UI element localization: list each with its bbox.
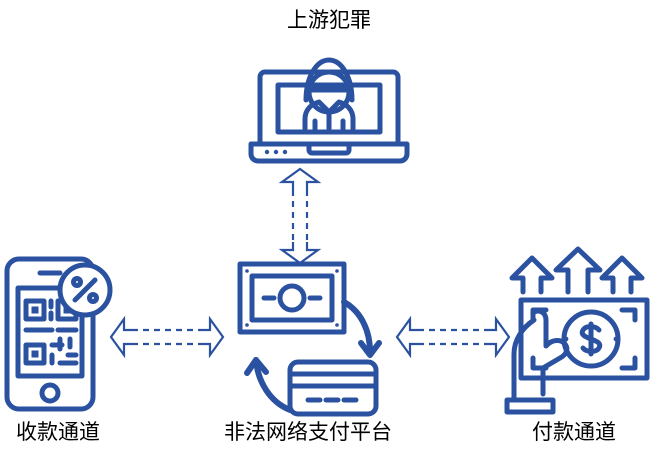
connector-platform-payment — [395, 313, 511, 361]
dashed-double-arrow-vertical-icon — [278, 167, 322, 265]
dashed-double-arrow-horizontal-right-icon — [395, 315, 511, 359]
node-receiving-channel[interactable] — [2, 255, 114, 413]
node-label-illegal-payment-platform: 非法网络支付平台 — [224, 421, 392, 444]
up-arrows-icon — [509, 246, 645, 295]
hand-holding-dollar-bill-arrows-icon — [504, 246, 650, 415]
node-payment-channel[interactable] — [494, 246, 654, 415]
percent-badge-icon — [57, 262, 113, 318]
node-label-payment-channel: 付款通道 — [532, 421, 616, 444]
node-label-upstream-crime: 上游犯罪 — [287, 9, 371, 32]
laptop-hacker-icon — [248, 57, 410, 164]
connector-crime-platform — [276, 167, 324, 265]
node-label-receiving-channel: 收款通道 — [16, 421, 100, 444]
smartphone-qr-percent-icon — [4, 256, 113, 412]
node-illegal-payment-platform[interactable] — [228, 258, 388, 417]
exchange-arrows-icon — [244, 299, 382, 413]
connector-receiving-platform — [109, 313, 225, 361]
banknote-creditcard-exchange-icon — [237, 261, 382, 417]
node-upstream-crime[interactable] — [243, 48, 415, 170]
dashed-double-arrow-horizontal-left-icon — [109, 315, 225, 359]
